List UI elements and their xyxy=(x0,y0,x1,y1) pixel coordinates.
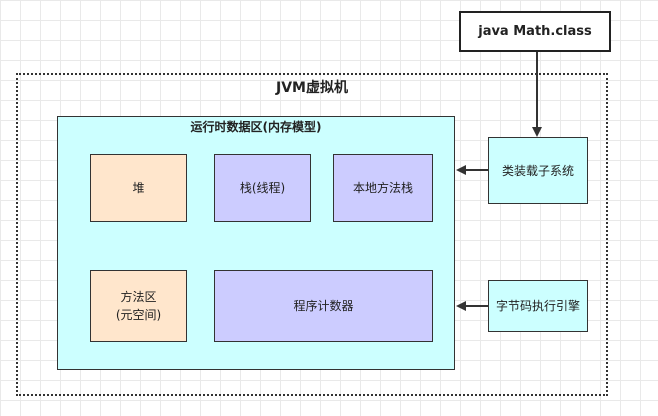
jvm-frame xyxy=(16,73,608,396)
runtime-area-title: 运行时数据区(内存模型) xyxy=(190,120,322,134)
heap-box: 堆 xyxy=(90,154,187,222)
bytecode-engine-box: 字节码执行引擎 xyxy=(488,280,588,332)
class-loader-box: 类装载子系统 xyxy=(488,137,588,204)
jvm-title: JVM虚拟机 xyxy=(276,80,348,96)
program-counter-box: 程序计数器 xyxy=(214,270,433,342)
metaspace-label: (元空间) xyxy=(115,308,162,322)
method-area-label: 方法区 xyxy=(120,290,157,304)
native-method-stack-box: 本地方法栈 xyxy=(333,154,433,222)
method-area-box: 方法区 (元空间) xyxy=(90,270,187,342)
java-class-box: java Math.class xyxy=(459,11,611,52)
stack-box: 栈(线程) xyxy=(214,154,311,222)
